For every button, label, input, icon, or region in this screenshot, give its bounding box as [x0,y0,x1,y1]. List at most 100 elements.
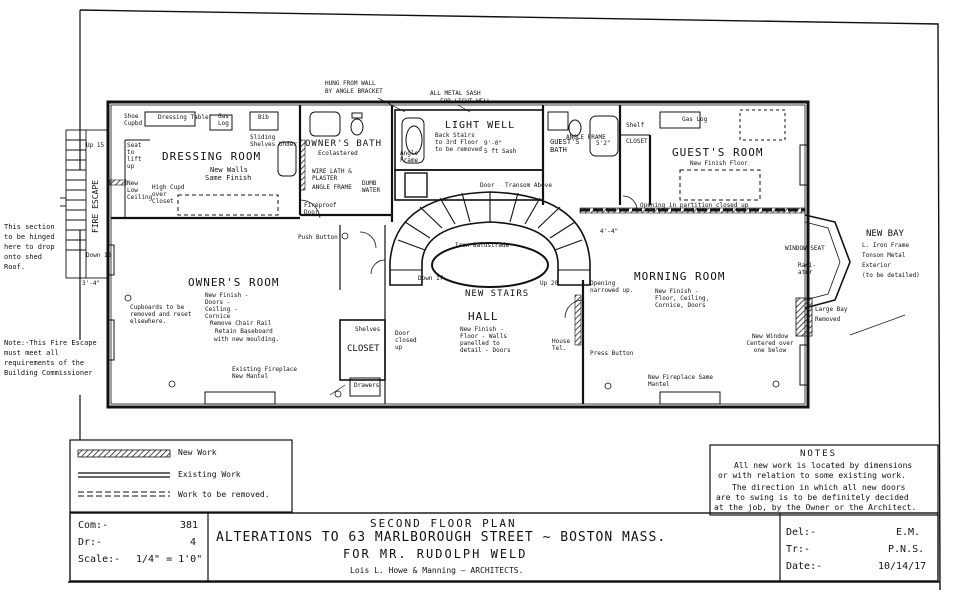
note-down-16: Down 16 [86,252,112,259]
stair [389,191,591,288]
note-all-metal-sash: ALL METAL SASH [430,90,481,97]
note-dims-9: 9'-0" [484,140,503,147]
title-com-value: 381 [180,520,199,531]
note-bay-desc-4: (to be detailed) [862,272,920,279]
fixtures [144,109,786,405]
note-dims-34: 3'-4" [82,280,101,287]
note-wire-lath: WIRE LATH & PLASTER [312,168,352,182]
notes-line-1: All new work is located by dimensions [734,461,913,470]
for-line: FOR MR. RUDOLPH WELD [343,547,528,561]
main-title: ALTERATIONS TO 63 MARLBOROUGH STREET ~ B… [216,530,667,545]
note-fireproof-door: Fireproof Door [304,202,337,216]
note-bay-desc-3: Exterior [862,262,891,269]
guests-room-label: GUEST'S ROOM [672,146,764,159]
legend-work-removed: Work to be removed. [178,490,270,499]
note-back-stairs: Back Stairs to 3rd Floor to be removed [435,132,482,153]
note-dims-52: 5'2" [596,140,611,147]
architects: Lois L. Howe & Manning — ARCHITECTS. [350,566,524,575]
note-angle-bracket: BY ANGLE BRACKET [325,88,383,95]
owners-room-label: OWNER'S ROOM [188,276,280,289]
notes-line-5: at the job, by the Owner or the Architec… [714,503,917,512]
title-tr-value: P.N.S. [888,544,925,555]
note-large-bay: Large Bay [815,306,848,313]
hall-label: HALL [468,310,499,323]
note-door-closed: Door closed up [395,330,417,351]
title-dr-value: 4 [190,537,197,548]
note-fire-escape: FIRE ESCAPE [91,180,100,233]
dressing-room-label: DRESSING ROOM [162,150,262,163]
note-hung-from-wall: HUNG FROM WALL [325,80,376,87]
note-dumb-waiter: DUMB WATER [362,180,381,194]
note-bay-desc-1: L. Iron Frame [862,242,909,249]
notes-heading: NOTES [800,449,838,459]
note-shelf: Shelf [626,122,645,129]
note-drawers: Drawers [354,382,380,389]
note-bib: Bib [258,114,269,121]
note-window-seat: WINDOW SEAT [785,245,825,252]
note-press-button: Press Button [590,350,634,357]
note-angle-frame-2: Angle Frame [400,150,419,164]
note-cupboards: Cupboards to be removed and reset elsewh… [130,304,192,325]
note-iron-balustrade: Iron Balustrade [455,242,510,249]
leaders [329,97,906,396]
title-scale-value: 1/4" = 1'0" [136,554,203,565]
title-del-value: E.M. [896,527,921,538]
note-new-walls: New Walls [210,166,248,174]
notes-line-4: are to swing is to be definitely decided [716,493,909,502]
legend-new-work: New Work [178,448,217,457]
outlets [124,232,780,398]
side-note-hinged: This section to be hinged here to drop o… [4,223,55,271]
note-ecolastered: Ecolastered [318,150,358,157]
closet-label: CLOSET [347,344,380,354]
note-new-finish-floor: New Finish Floor [690,160,748,167]
note-new-moulding: with new moulding. [214,336,280,343]
note-for-light-well: FOR LIGHT WELL [440,98,491,105]
title-del-label: Del:- [786,527,817,538]
note-transom-above: Transom Above [505,182,552,189]
morning-room-label: MORNING ROOM [634,270,726,283]
note-remove-chair-rail: Remove Chair Rail [210,320,272,327]
title-date-label: Date:- [786,561,823,572]
new-stairs-label: NEW STAIRS [465,289,530,299]
note-up-15: Up 15 [86,142,105,149]
note-gas-log-1: Gas Log [218,113,229,127]
notes-line-2: or with relation to some existing work. [718,471,906,480]
note-door-1: Door [480,182,495,189]
note-gas-log-2: Gas Log [682,116,708,123]
legend-existing-work: Existing Work [178,470,241,479]
note-shoe-cupbd: Shoe Cupbd [124,113,143,127]
bay-window [795,214,851,337]
note-morning-finish: New Finish - Floor, Ceiling, Cornice, Do… [655,288,710,309]
note-angle-frame-1: ANGLE FRAME [312,184,352,191]
note-sash-5ft: 5 ft Sash [484,148,517,155]
note-same-finish: Same Finish [205,174,252,182]
note-new-bay: NEW BAY [866,229,904,239]
note-house-tel: House Tel. [552,338,571,352]
note-up-20: Up 20 [540,280,559,287]
plan-title: SECOND FLOOR PLAN [370,517,517,530]
note-owners-finish: New Finish - Doors - Ceiling - Cornice [205,292,249,320]
title-date-value: 10/14/17 [878,561,927,572]
note-shelves: Shelves [355,326,381,333]
note-new-low-ceiling: New Low Ceiling [127,180,153,201]
note-retain-baseboard: Retain Baseboard [215,328,273,335]
fire-escape [60,129,109,279]
note-opening-partition: Opening in partition closed up [640,202,749,209]
note-push-button-1: Push Button [298,234,338,241]
note-high-cupd: High Cupd over Closet [152,184,185,205]
legend-swatches [77,449,171,497]
title-tr-label: Tr:- [786,544,811,555]
windows [107,144,809,386]
sheet-border [68,9,941,591]
note-seat-lift: Seat to lift up [127,142,142,170]
note-radiator: Radi-ator [798,262,817,276]
note-new-window: New Window Centered over one below [746,333,794,354]
note-closet-small: CLOSET [626,138,648,145]
note-angle-frame-3: ANGLE FRAME [566,134,606,141]
note-opening-narrowed: Opening narrowed up. [590,280,634,294]
note-dims-44: 4'-4" [600,228,619,235]
light-well-label: LIGHT WELL [445,120,516,131]
new-work-walls [109,139,806,346]
side-note-fire-escape: Note:-This Fire Escape must meet all req… [4,339,97,377]
note-existing-fireplace: Existing Fireplace New Mantel [232,366,298,380]
